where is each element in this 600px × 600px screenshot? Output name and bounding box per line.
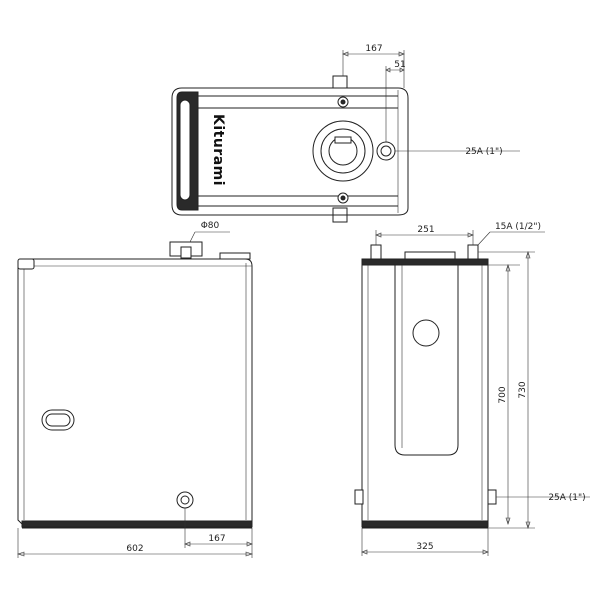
dim-top-51: 51 xyxy=(394,60,405,70)
dim-side-251: 251 xyxy=(417,225,434,235)
side-bottom-stub-left xyxy=(354,489,364,505)
side-top-pipe-right xyxy=(467,244,479,260)
dim-side-730: 730 xyxy=(518,381,528,398)
label-side-top-pipe: 15A (1/2") xyxy=(495,222,541,232)
side-view-port xyxy=(412,319,440,347)
top-view-body xyxy=(171,87,409,216)
front-view: Φ80 602 167 xyxy=(17,221,253,558)
side-view: 251 15A (1/2") 25A (1") 700 730 xyxy=(354,222,590,556)
side-view-body xyxy=(361,258,489,525)
dim-front-167: 167 xyxy=(208,534,225,544)
dim-side-700: 700 xyxy=(498,386,508,403)
front-view-base xyxy=(21,520,253,528)
dim-front-602: 602 xyxy=(126,544,143,554)
dim-side-325: 325 xyxy=(416,542,433,552)
side-view-panel xyxy=(394,264,459,456)
brand-logo: Kiturami xyxy=(210,114,226,186)
label-side-bottom-pipe: 25A (1") xyxy=(548,493,585,503)
side-bottom-pipe xyxy=(487,489,497,505)
top-view-top-connector xyxy=(332,75,348,89)
front-handle-slot xyxy=(41,409,75,431)
dim-flue-diameter: Φ80 xyxy=(201,221,220,231)
top-pipe-25a xyxy=(376,141,396,161)
label-top-pipe: 25A (1") xyxy=(465,147,502,157)
front-bottom-pipe xyxy=(176,491,194,509)
top-view: Kiturami 167 51 25A (1") xyxy=(171,44,520,223)
front-view-body xyxy=(17,258,253,525)
side-top-pipe-left xyxy=(370,244,382,260)
dim-top-167: 167 xyxy=(365,44,382,54)
